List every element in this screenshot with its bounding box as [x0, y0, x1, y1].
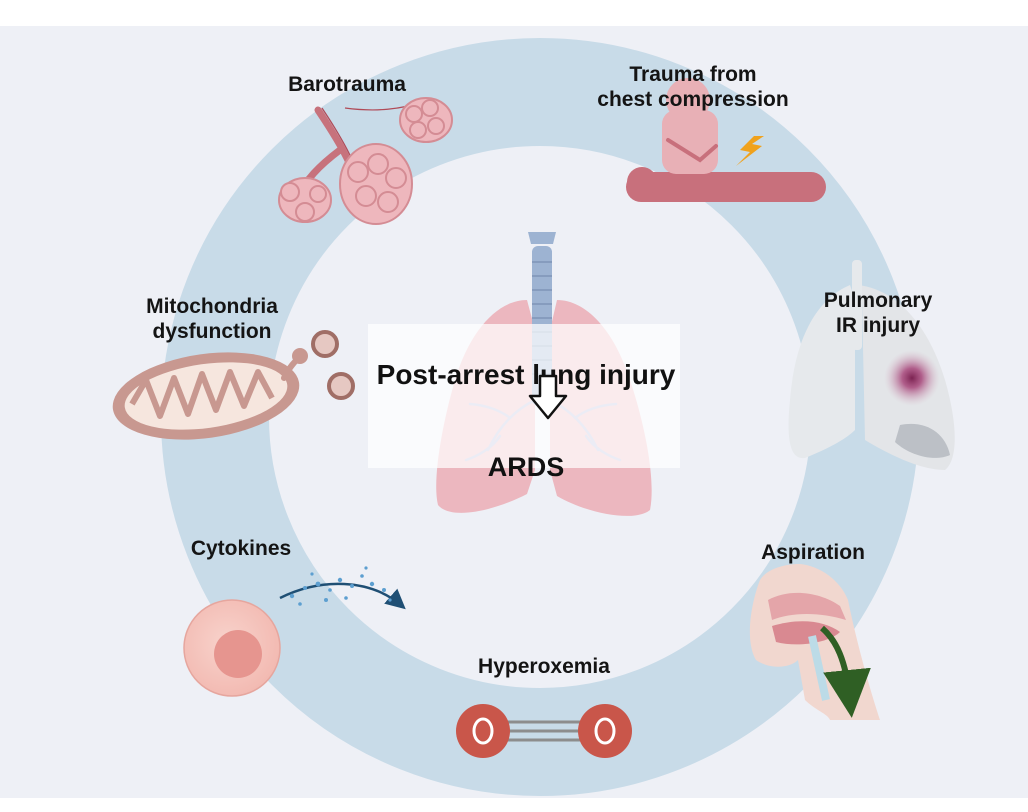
injured-lung-icon [788, 260, 955, 470]
alveoli-icon [278, 97, 453, 225]
center-label-box [368, 324, 680, 468]
label-chest-compression: Trauma from chest compression [597, 63, 789, 111]
label-hyperoxemia: Hyperoxemia [478, 655, 610, 678]
label-cytokines: Cytokines [190, 537, 292, 560]
airway-aspiration-icon [749, 564, 880, 720]
down-arrow-icon [528, 374, 568, 420]
oxygen-molecule-icon [456, 704, 632, 758]
center-title: Post-arrest lung injury [376, 359, 676, 390]
cpr-icon [626, 78, 826, 202]
center-outcome: ARDS [487, 452, 565, 482]
label-aspiration: Aspiration [761, 541, 865, 564]
cytokine-release-cell-icon [183, 566, 406, 697]
label-pulmonary-ir-injury: Pulmonary IR injury [823, 289, 933, 337]
label-barotrauma: Barotrauma [288, 73, 406, 96]
label-mitochondria-dysfunction: Mitochondria dysfunction [146, 295, 278, 343]
mitochondrion-icon [112, 330, 355, 440]
